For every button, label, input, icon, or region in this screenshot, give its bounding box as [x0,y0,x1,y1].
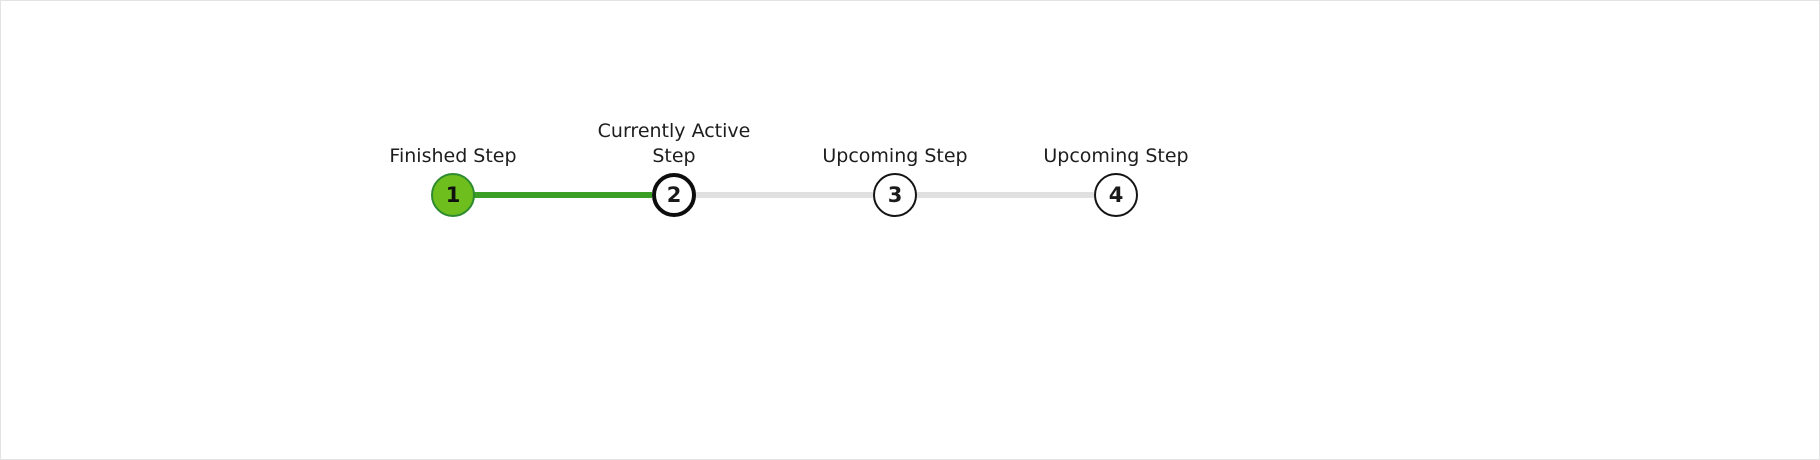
step-item-4[interactable]: Upcoming Step 4 [1026,111,1206,251]
step-item-1[interactable]: Finished Step 1 [363,111,543,251]
connector-1-2 [453,192,652,198]
step-node-1[interactable]: 1 [431,173,475,217]
step-item-3[interactable]: Upcoming Step 3 [805,111,985,251]
connector-2-3 [674,192,873,198]
step-node-2[interactable]: 2 [652,173,696,217]
step-label-1: Finished Step [389,145,517,167]
step-label-4: Upcoming Step [1043,145,1189,167]
connector-3-4 [895,192,1094,198]
progress-stepper: Finished Step 1 Currently Active Step 2 … [389,111,1189,251]
step-item-2[interactable]: Currently Active Step 2 [584,111,764,251]
step-label-2: Currently Active Step [597,120,751,167]
step-node-4[interactable]: 4 [1094,173,1138,217]
step-node-3[interactable]: 3 [873,173,917,217]
step-label-3: Upcoming Step [822,145,968,167]
